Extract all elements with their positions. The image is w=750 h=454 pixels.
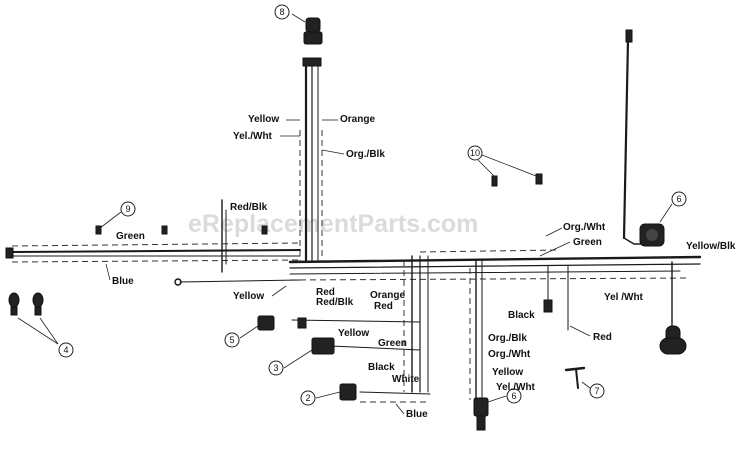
label-black-mid: Black: [368, 362, 395, 373]
part-5: 5: [224, 315, 307, 348]
part-3: 3: [268, 337, 335, 376]
label-orange-mid: Orange: [370, 290, 405, 301]
callout-8: 8: [279, 7, 284, 17]
label-yel-wht-low: Yel./Wht: [496, 382, 536, 393]
callout-3: 3: [273, 363, 278, 373]
branch-part-6-lower: [469, 259, 489, 431]
label-white-mid: White: [392, 374, 420, 385]
part-8-switch: 8: [274, 4, 323, 45]
label-green-mid: Green: [378, 338, 407, 349]
label-yellow-blk-right: Yellow/Blk: [686, 241, 736, 252]
watermark: eReplacementParts.com: [188, 210, 478, 238]
label-org-blk-low: Org./Blk: [488, 333, 527, 344]
callout-10: 10: [470, 148, 480, 158]
callout-6-upper: 6: [676, 194, 681, 204]
right-branch: [543, 261, 687, 355]
label-green-right: Green: [573, 237, 602, 248]
label-black-right: Black: [508, 310, 535, 321]
part-6-upper: 6: [639, 191, 687, 247]
label-yel-wht-top: Yel./Wht: [233, 131, 273, 142]
label-red-mid: Red: [316, 287, 335, 298]
callout-6-lower: 6: [511, 391, 516, 401]
part-7: 7: [564, 366, 605, 399]
lower-branch: [174, 255, 431, 403]
vertical-trunk: [299, 57, 323, 264]
label-orange-top: Orange: [340, 114, 375, 125]
label-yellow-top: Yellow: [248, 114, 279, 125]
label-yellow-low: Yellow: [492, 367, 523, 378]
label-blue-left: Blue: [112, 276, 134, 287]
part-9: 9: [95, 201, 268, 235]
part-2: 2: [300, 383, 357, 406]
label-red-blk-mid: Red/Blk: [316, 297, 354, 308]
label-org-wht-low: Org./Wht: [488, 349, 531, 360]
part-10: 10: [467, 145, 543, 187]
main-harness: [5, 242, 702, 281]
label-red-right: Red: [593, 332, 612, 343]
callout-4: 4: [63, 345, 68, 355]
part-4-bulbs: 4: [8, 292, 74, 358]
label-yel-wht-right: Yel /Wht: [604, 292, 644, 303]
label-green-left: Green: [116, 231, 145, 242]
label-red-mid2: Red: [374, 301, 393, 312]
label-yellow-mid2: Yellow: [338, 328, 369, 339]
callout-5: 5: [229, 335, 234, 345]
label-org-blk-top: Org./Blk: [346, 149, 385, 160]
callout-2: 2: [305, 393, 310, 403]
callout-7: 7: [594, 386, 599, 396]
part-6-lower: 6: [487, 388, 522, 404]
label-org-wht-right: Org./Wht: [563, 222, 606, 233]
label-yellow-mid: Yellow: [233, 291, 264, 302]
callout-9: 9: [125, 204, 130, 214]
antenna-wire: [622, 29, 643, 245]
wire-labels: Yellow Orange Yel./Wht Org./Blk Red/Blk …: [105, 114, 736, 420]
label-blue-bottom: Blue: [406, 409, 428, 420]
label-red-blk-left: Red/Blk: [230, 202, 268, 213]
